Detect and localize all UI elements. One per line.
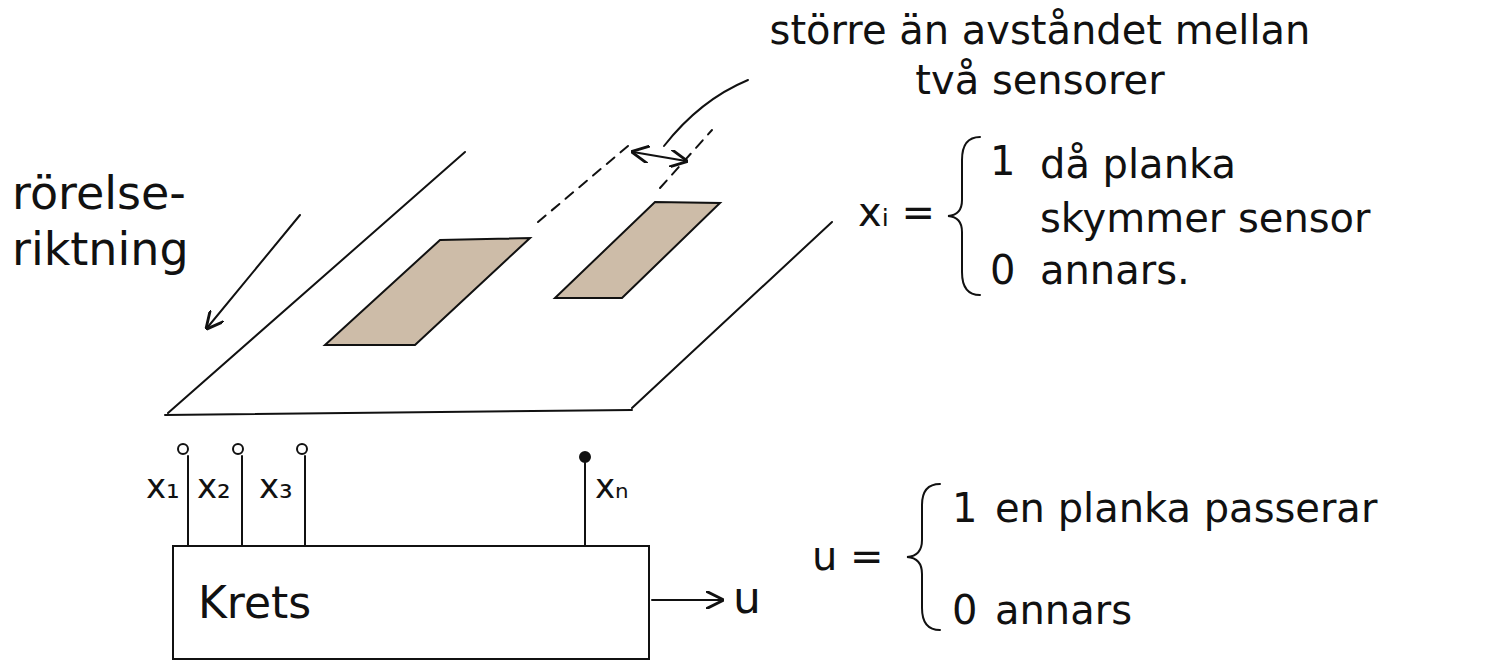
equation-condition: annars.: [1040, 246, 1190, 294]
signal-name: x₃: [259, 466, 293, 507]
equation-condition: annars: [995, 586, 1132, 634]
equation-lhs: u =: [812, 532, 884, 580]
dashed-line: [660, 130, 712, 188]
circuit-box: Krets: [172, 545, 650, 660]
leader-line: [664, 80, 748, 146]
brace: [948, 137, 980, 295]
gap-arrow: [633, 152, 686, 161]
equation-value: 1: [990, 137, 1015, 185]
signal-name: u: [733, 572, 761, 625]
box-label: Krets: [198, 577, 311, 628]
brace: [907, 484, 940, 630]
direction-label: rörelse- riktning: [12, 165, 212, 277]
signal-name: x₁: [146, 466, 180, 507]
sensor-wire: [187, 456, 189, 545]
sensor: [580, 452, 590, 462]
sensor-wire: [584, 463, 586, 545]
sensor-wire: [241, 456, 243, 545]
conveyor-edge: [165, 410, 632, 415]
sensor: [178, 444, 188, 454]
equation-condition: då planka skymmer sensor: [1040, 137, 1395, 245]
equation-value: 0: [990, 246, 1015, 294]
dashed-line: [538, 146, 628, 222]
note: större än avståndet mellan två sensorer: [760, 5, 1320, 105]
direction-arrow: [207, 215, 300, 328]
sensor: [233, 444, 243, 454]
plank: [555, 202, 720, 298]
signal-name: x₂: [197, 466, 231, 507]
output-arrow: [652, 599, 722, 601]
equation-condition: en planka passerar: [995, 484, 1377, 532]
equation-lhs: xᵢ =: [858, 188, 935, 236]
equation-value: 1: [952, 484, 977, 532]
sensor-wire: [304, 456, 306, 545]
plank: [325, 238, 530, 345]
signal-name: xₙ: [595, 466, 629, 507]
sensor: [297, 444, 307, 454]
equation-value: 0: [952, 586, 977, 634]
